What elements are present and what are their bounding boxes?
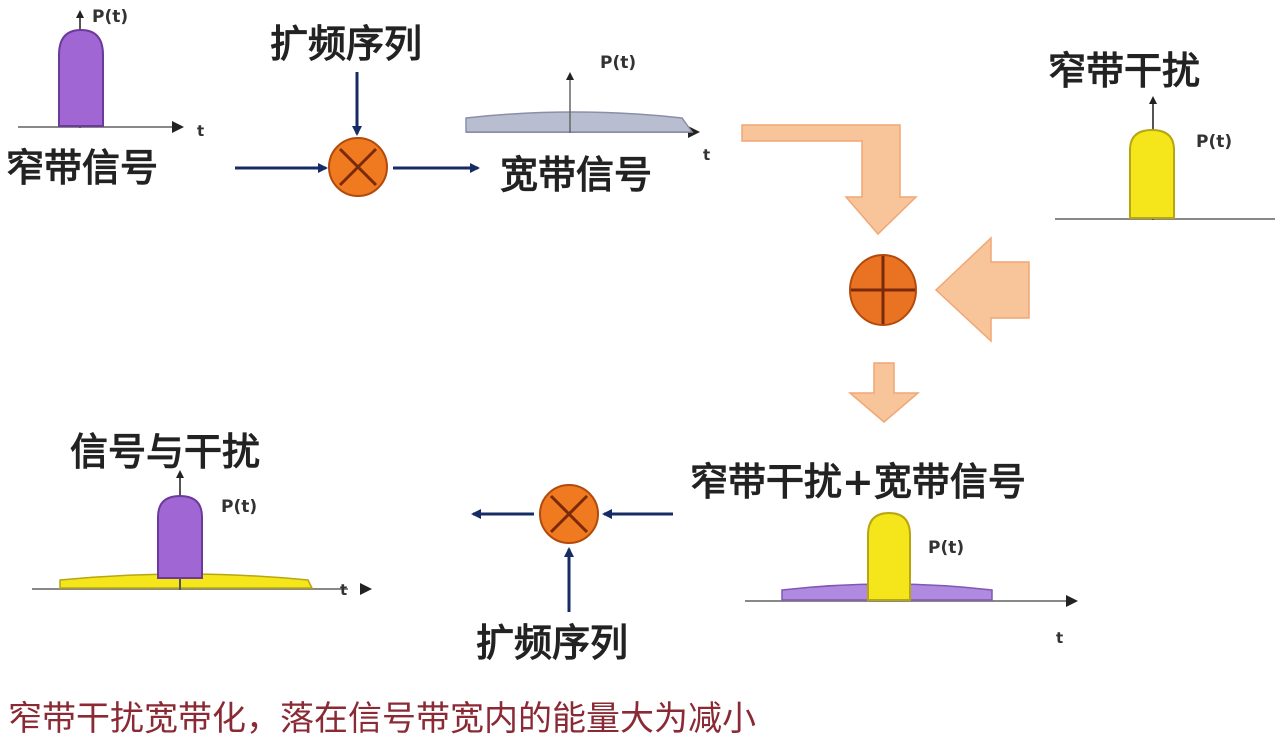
narrowband-interference-plot: P(t) — [1055, 96, 1275, 220]
narrowband-interference-label: 窄带干扰 — [1048, 49, 1200, 93]
signal-and-interference-label: 信号与干扰 — [70, 430, 260, 474]
p-label: P(t) — [1196, 132, 1232, 152]
combined-plot: P(t) t — [745, 511, 1078, 647]
interference-pulse — [1129, 128, 1175, 219]
despread-plot: P(t) t — [32, 470, 372, 599]
spreading-sequence-top-label: 扩频序列 — [270, 22, 422, 66]
caption: 窄带干扰宽带化，落在信号带宽内的能量大为减小 — [8, 699, 756, 739]
flow-arrow-down — [741, 124, 918, 236]
interference-plus-wideband-label: 窄带干扰+宽带信号 — [690, 460, 1026, 504]
narrowband-signal-plot: P(t) t — [18, 7, 204, 140]
p-label: P(t) — [92, 7, 128, 27]
t-label: t — [197, 122, 204, 140]
flow-arrow-left — [934, 236, 1030, 343]
circle-plus-icon — [849, 254, 917, 326]
narrowband-signal-label: 窄带信号 — [6, 146, 158, 190]
recovered-signal-pulse — [157, 494, 203, 579]
wideband-spectrum — [465, 111, 694, 133]
flow-arrow-down-small — [847, 362, 921, 423]
t-label: t — [340, 581, 347, 599]
narrow-signal-pulse — [58, 28, 104, 127]
wideband-signal-label: 宽带信号 — [500, 153, 652, 197]
interference-pulse — [867, 511, 911, 601]
t-label: t — [703, 146, 710, 164]
t-label: t — [1056, 629, 1063, 647]
spreading-sequence-bottom-label: 扩频序列 — [476, 621, 628, 665]
p-label: P(t) — [221, 497, 257, 517]
wideband-signal-plot: P(t) t — [465, 53, 710, 164]
circle-times-icon — [539, 484, 599, 544]
circle-times-icon — [328, 137, 388, 197]
p-label: P(t) — [600, 53, 636, 73]
p-label: P(t) — [928, 538, 964, 558]
